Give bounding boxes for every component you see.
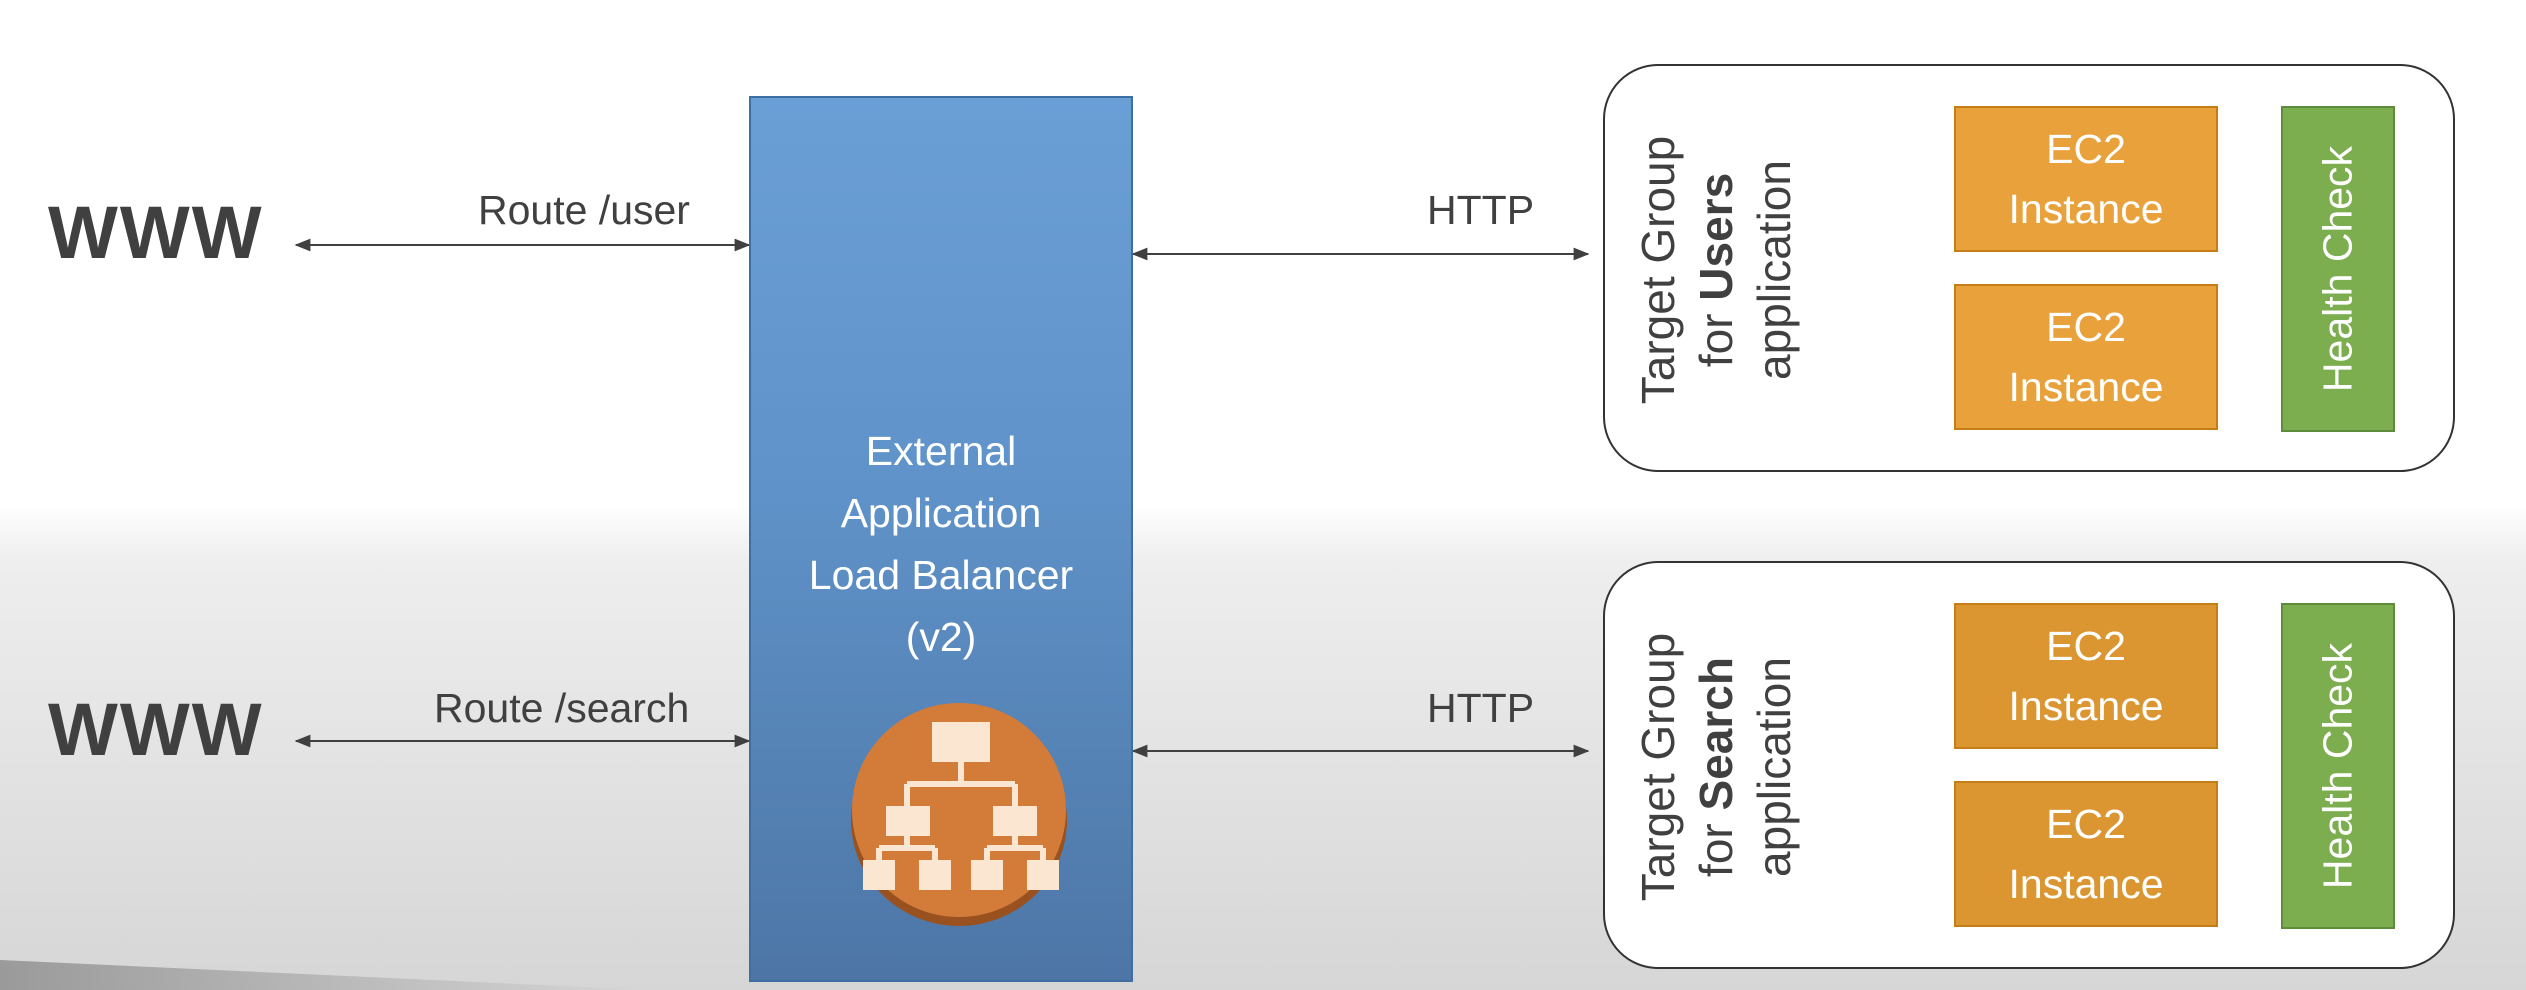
load-balancer-title: External Application Load Balancer (v2) (808, 428, 1074, 660)
health-check: Health Check (2281, 603, 2395, 929)
target-group-search-app-name: Search (1690, 657, 1742, 811)
target-group-users-app-name: Users (1690, 172, 1742, 301)
http-label-search: HTTP (1427, 685, 1535, 731)
route-user-label: Route /user (478, 187, 690, 233)
ec2-instance: EC2 Instance (1954, 603, 2218, 749)
target-group-users: Target Group for Users application EC2 I… (1603, 64, 2455, 472)
ec2-instance: EC2 Instance (1954, 106, 2218, 252)
target-group-users-label: Target Group for Users application (1632, 135, 1800, 405)
ec2-instance: EC2 Instance (1954, 284, 2218, 430)
http-label-users: HTTP (1427, 187, 1535, 233)
ec2-instance: EC2 Instance (1954, 781, 2218, 927)
target-group-search: Target Group for Search application EC2 … (1603, 561, 2455, 969)
target-group-search-label: Target Group for Search application (1632, 632, 1800, 902)
www-client-search: WWW (48, 688, 264, 771)
health-check: Health Check (2281, 106, 2395, 432)
load-balancer-hierarchy-icon (851, 703, 1067, 926)
www-client-user: WWW (48, 191, 264, 274)
external-application-load-balancer: External Application Load Balancer (v2) (749, 96, 1133, 982)
route-search-label: Route /search (434, 685, 690, 731)
